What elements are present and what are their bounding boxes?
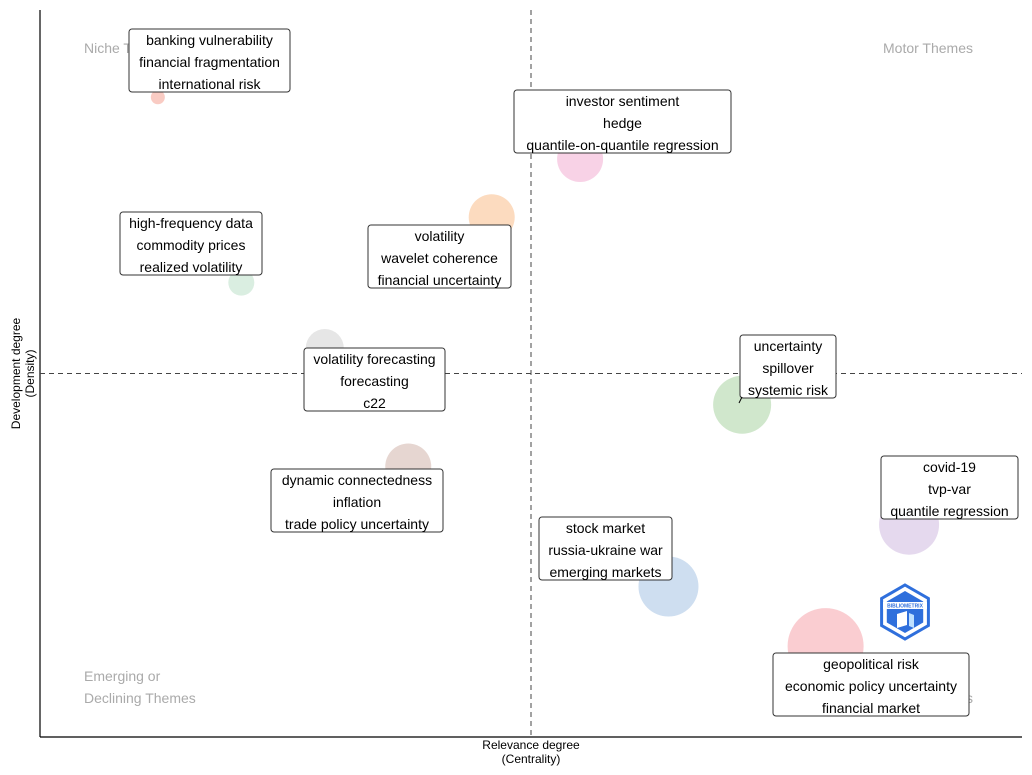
cluster-label-1: banking vulnerability financial fragmenta… xyxy=(128,28,291,93)
x-axis-title: (Centrality) xyxy=(502,752,561,766)
cluster-label-box xyxy=(739,334,837,399)
cluster-keyword: financial uncertainty xyxy=(378,272,502,288)
cluster-label-box xyxy=(270,468,444,533)
cluster-label-7: dynamic connectedness inflation trade poli… xyxy=(270,468,444,533)
cluster-keyword: russia-ukraine war xyxy=(548,542,663,558)
cluster-keyword: wavelet coherence xyxy=(380,250,498,266)
cluster-keyword: uncertainty xyxy=(754,338,822,354)
cluster-keyword: c22 xyxy=(363,395,386,411)
cluster-label-box xyxy=(538,516,673,581)
cluster-keyword: tvp-var xyxy=(928,481,971,497)
cluster-keyword: forecasting xyxy=(340,373,408,389)
cluster-keyword: dynamic connectedness xyxy=(282,472,432,488)
cluster-keyword: hedge xyxy=(603,115,642,131)
cluster-label-8: covid-19 tvp-var quantile regression xyxy=(880,455,1019,520)
cluster-keyword: realized volatility xyxy=(140,259,243,275)
cluster-keyword: covid-19 xyxy=(923,459,976,475)
cluster-keyword: banking vulnerability xyxy=(146,32,273,48)
cluster-label-2: investor sentiment hedge quantile-on-quant… xyxy=(513,89,732,154)
cluster-keyword: investor sentiment xyxy=(566,93,680,109)
cluster-keyword: emerging markets xyxy=(549,564,661,580)
cluster-keyword: trade policy uncertainty xyxy=(285,516,429,532)
y-axis-title: (Density) xyxy=(23,349,37,397)
quadrant-label-bottom-left: Declining Themes xyxy=(84,690,196,706)
cluster-keyword: international risk xyxy=(159,76,262,92)
cluster-label-10: geopolitical risk economic policy uncerta… xyxy=(772,652,970,717)
cluster-label-5: volatility forecasting forecasting c22 xyxy=(303,347,446,412)
cluster-keyword: financial market xyxy=(822,700,920,716)
cluster-keyword: financial fragmentation xyxy=(139,54,280,70)
cluster-label-box xyxy=(303,347,446,412)
logo-book-shape xyxy=(897,611,907,628)
cluster-keyword: stock market xyxy=(566,520,645,536)
y-axis-title: Development degree xyxy=(9,317,23,429)
cluster-keyword: economic policy uncertainty xyxy=(785,678,957,694)
cluster-keyword: geopolitical risk xyxy=(823,656,920,672)
cluster-keyword: quantile-on-quantile regression xyxy=(526,137,718,153)
quadrant-label-top-right: Motor Themes xyxy=(883,40,973,56)
cluster-bubble-1[interactable] xyxy=(150,90,165,105)
logo-banner xyxy=(883,602,927,609)
bibliometrix-logo: BIBLIOMETRIX xyxy=(880,583,930,641)
logo-text: BIBLIOMETRIX xyxy=(887,603,923,609)
cluster-keyword: inflation xyxy=(333,494,381,510)
cluster-label-box xyxy=(880,455,1019,520)
cluster-label-box xyxy=(128,28,291,93)
cluster-label-3: volatility wavelet coherence financial unc… xyxy=(367,224,512,289)
label-leader-line xyxy=(738,396,743,404)
logo-page-shape xyxy=(909,613,914,628)
cluster-label-4: high-frequency data commodity prices reali… xyxy=(119,211,263,276)
cluster-keyword: commodity prices xyxy=(137,237,246,253)
quadrant-label-bottom-left: Emerging or xyxy=(84,668,161,684)
cluster-keyword: volatility xyxy=(415,228,465,244)
cluster-label-9: stock market russia-ukraine war emerging m… xyxy=(538,516,673,581)
cluster-label-6: uncertainty spillover systemic risk xyxy=(739,334,837,399)
cluster-label-box xyxy=(119,211,263,276)
cluster-keyword: high-frequency data xyxy=(129,215,253,231)
cluster-label-box xyxy=(367,224,512,289)
cluster-keyword: systemic risk xyxy=(748,382,829,398)
cluster-label-box xyxy=(513,89,732,154)
cluster-bubble-4[interactable] xyxy=(228,269,255,296)
cluster-keyword: spillover xyxy=(762,360,814,376)
cluster-keyword: quantile regression xyxy=(890,503,1008,519)
x-axis-title: Relevance degree xyxy=(482,738,580,752)
cluster-label-box xyxy=(772,652,970,717)
cluster-keyword: volatility forecasting xyxy=(313,351,435,367)
